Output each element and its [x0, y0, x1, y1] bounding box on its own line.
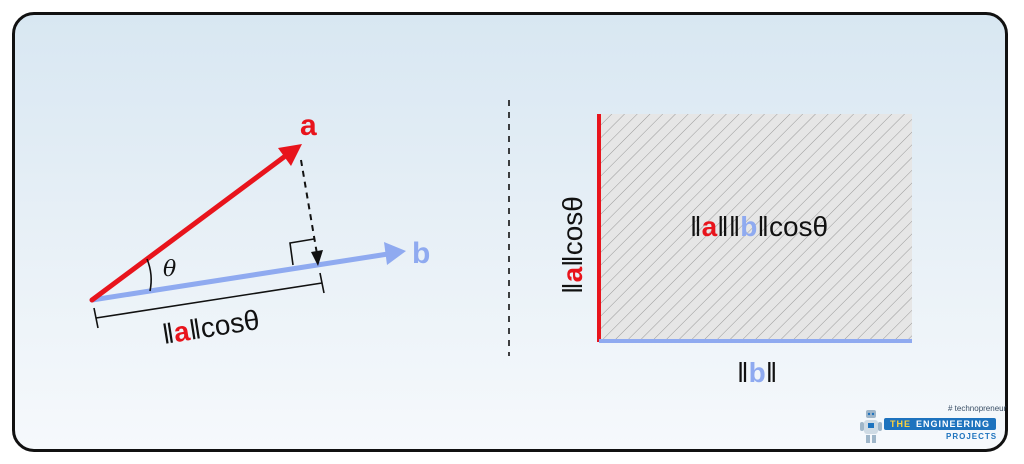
side-a-cos-label: ‖a‖cosθ — [557, 196, 588, 294]
area-a-letter: a — [702, 211, 718, 242]
logo-word-projects: PROJECTS — [946, 432, 998, 441]
vector-a-arrow — [89, 144, 302, 303]
side-a-letter: a — [557, 266, 588, 282]
engineering-projects-logo: # technopreneur THE ENGINEERING PROJECTS — [858, 404, 1008, 452]
hatched-area-rectangle — [599, 114, 912, 342]
right-angle-marker — [289, 238, 315, 266]
logo-word-engineering: ENGINEERING — [915, 419, 990, 429]
theta-label: θ — [163, 257, 176, 282]
logo-banner: THE ENGINEERING — [884, 418, 996, 430]
vector-b-label: b — [412, 237, 430, 270]
logo-tagline: # technopreneur — [948, 404, 1007, 413]
robot-mascot-icon — [860, 410, 882, 443]
projection-length-bracket — [93, 272, 325, 329]
area-b-letter: b — [740, 211, 757, 242]
area-label: ‖a‖‖b‖cosθ — [690, 211, 828, 242]
projection-length-label: ‖a‖cosθ — [160, 304, 262, 350]
logo-word-the: THE — [889, 419, 911, 429]
projection-dashed-line — [300, 159, 323, 266]
side-b-letter: b — [749, 357, 766, 388]
projection-a-letter: a — [172, 315, 193, 348]
vector-b-arrow — [89, 242, 406, 303]
vector-a-label: a — [300, 109, 317, 142]
side-b-label: ‖b‖ — [737, 357, 777, 388]
angle-arc — [146, 258, 152, 292]
